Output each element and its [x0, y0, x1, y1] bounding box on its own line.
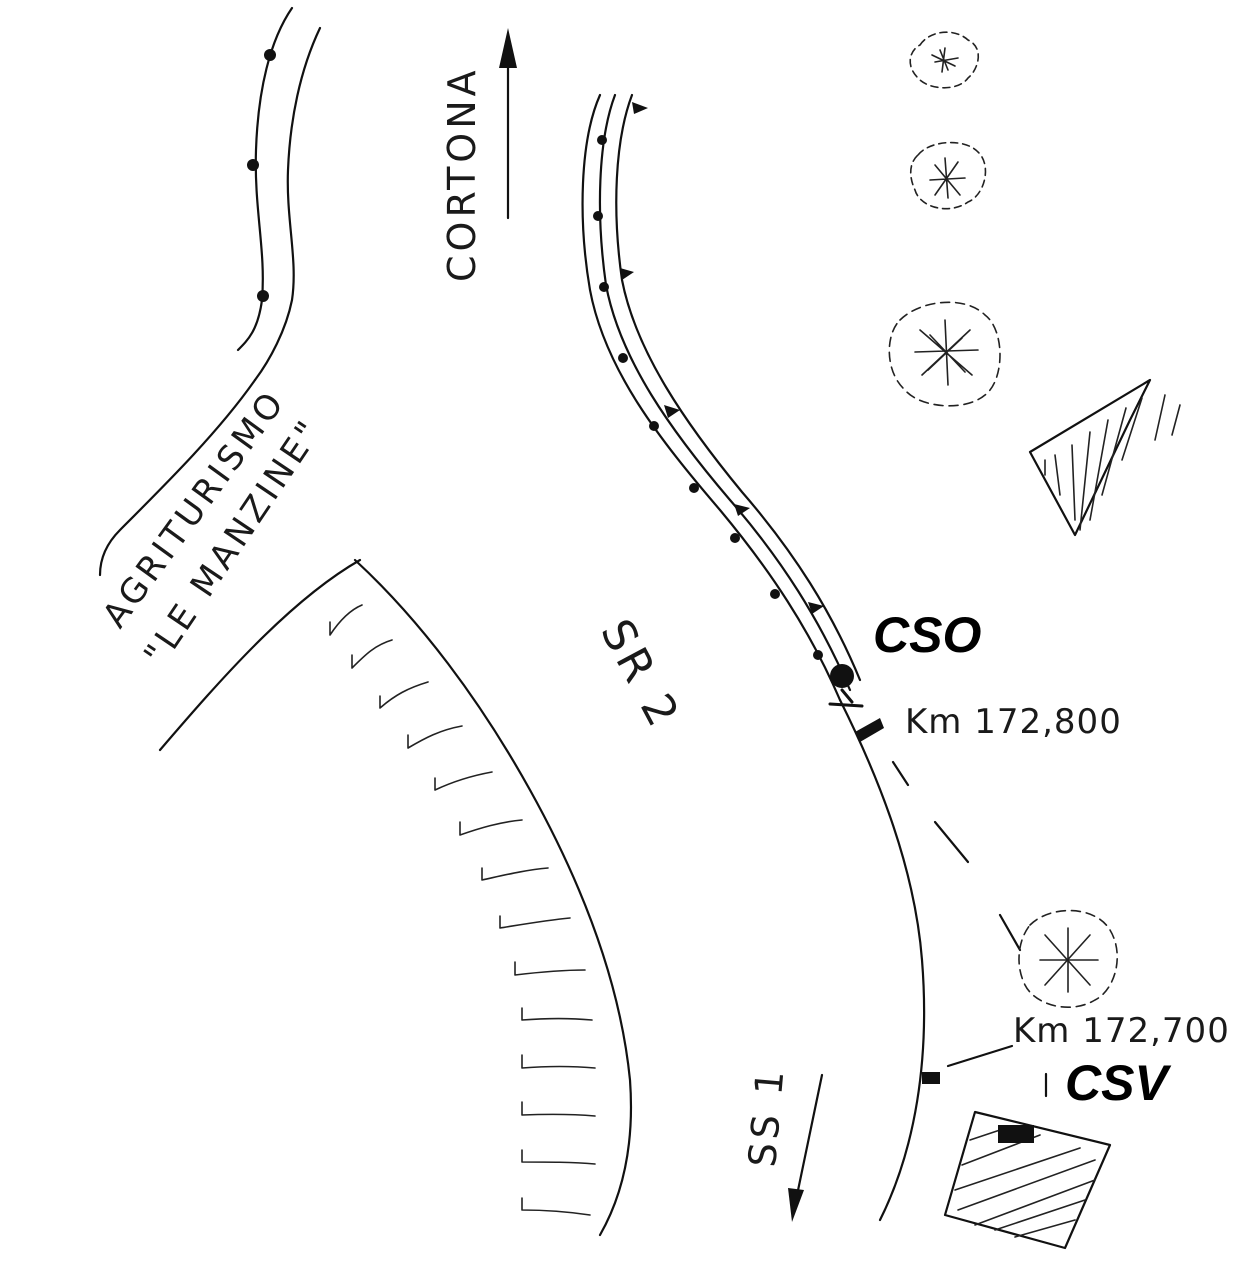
inner-curve [158, 558, 633, 1237]
tree-icon [909, 31, 979, 89]
label-km-172800: Km 172,800 [905, 702, 1122, 742]
label-cortona: CORTONA [440, 66, 484, 282]
dashed-lane [891, 760, 1022, 952]
agriturismo-road [98, 378, 257, 577]
side-road-boundary [236, 6, 322, 382]
tree-icon [888, 301, 1001, 407]
cso-point [828, 664, 884, 742]
tree-icon [909, 141, 987, 210]
label-sr2: SR 2 [590, 611, 690, 738]
tree-icon [1018, 909, 1118, 1008]
hatched-building-icon [943, 1110, 1112, 1250]
csv-sign [922, 1044, 1048, 1098]
arrow-icon-north [499, 28, 517, 220]
main-road-east-boundary [581, 93, 926, 1222]
label-ss1: SS 1 [740, 1065, 793, 1169]
hatched-building-icon [1028, 378, 1181, 537]
label-km-172700: Km 172,700 [1013, 1011, 1230, 1051]
arrow-icon-south [788, 1073, 824, 1222]
label-cso: CSO [873, 607, 981, 663]
label-csv: CSV [1065, 1055, 1171, 1111]
